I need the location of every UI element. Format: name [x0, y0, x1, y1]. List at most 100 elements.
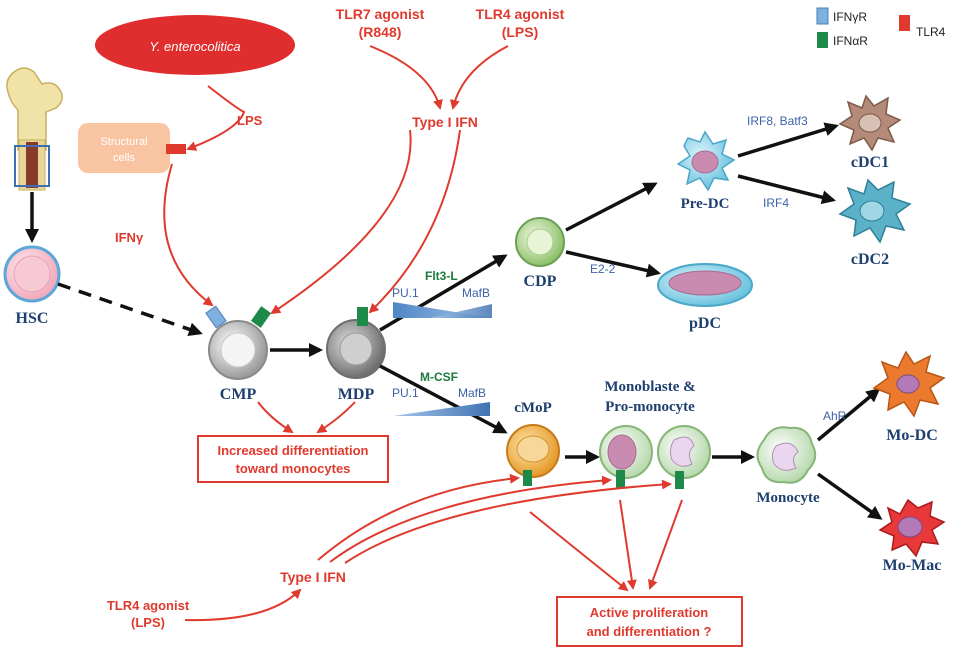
- irf4-label: IRF4: [763, 196, 789, 210]
- irf8-batf3-label: IRF8, Batf3: [747, 114, 808, 128]
- tlr4-agonist-top-label-1: TLR4 agonist: [476, 6, 565, 22]
- monocyte-label: Monocyte: [756, 490, 820, 506]
- cmp-to-increased-arrow: [257, 401, 294, 434]
- hsc-label: HSC: [16, 310, 49, 327]
- pdc-label: pDC: [689, 315, 721, 332]
- predc-to-cdc1-arrow: [737, 122, 839, 158]
- ifn-to-cmop-arrow: [317, 473, 520, 561]
- structural-cells-label-2: cells: [113, 152, 136, 164]
- cdp-label: CDP: [524, 273, 557, 290]
- cmp-label: CMP: [220, 386, 257, 403]
- cdc1-cell: [838, 94, 902, 152]
- ifng-to-cmp-arrow: [163, 163, 214, 307]
- predc-cell: [676, 130, 736, 192]
- monoblast-label-1: Monoblaste &: [604, 379, 695, 395]
- cmop-cell: [506, 424, 560, 486]
- mdp-to-cmop-arrow: [379, 364, 508, 434]
- ifngr-legend-label: IFNγR: [833, 10, 867, 24]
- structural-cells-label-1: Structural: [100, 136, 147, 148]
- mcsf-gradient-wedge: [393, 402, 490, 416]
- mcsf-label: M-CSF: [420, 370, 458, 384]
- modc-label: Mo-DC: [886, 427, 938, 444]
- tlr4-agonist-top-label-2: (LPS): [502, 24, 539, 40]
- monocyte-cell: [756, 426, 817, 484]
- monoblast-to-active-arrow: [619, 499, 637, 590]
- tlr4-receptor-structural: [166, 144, 186, 154]
- active-proliferation-box: [556, 596, 743, 647]
- e22-label: E2-2: [590, 262, 616, 276]
- tlr4-legend-swatch: [899, 15, 910, 31]
- hsc-cell: [3, 245, 61, 303]
- ifng-label: IFNγ: [115, 230, 144, 245]
- increased-label-2: toward monocytes: [236, 461, 351, 476]
- ifn-to-promonocyte-arrow: [344, 479, 672, 564]
- tlr4-to-ifn-arrow: [449, 45, 509, 110]
- ifngr-legend-swatch: [816, 7, 829, 25]
- ifnar-legend-swatch: [817, 32, 828, 48]
- mafb-top-label: MafB: [462, 286, 490, 300]
- legend: IFNγR IFNαR TLR4: [816, 7, 946, 48]
- cdp-to-pdc-arrow: [565, 250, 661, 278]
- cdp-cell: [515, 217, 565, 267]
- cdc2-cell: [838, 178, 912, 244]
- lps-to-structural-arrow: [186, 85, 246, 151]
- lps-label: LPS: [237, 113, 263, 128]
- ifnar-receptor-monoblast: [616, 470, 625, 488]
- pu1-top-label: PU.1: [392, 286, 419, 300]
- pathogen-label: Y. enterocolitica: [149, 39, 240, 54]
- active-label-2: and differentiation ?: [587, 624, 712, 639]
- mdp-label: MDP: [338, 386, 375, 403]
- ifngr-receptor-cmp: [205, 305, 227, 329]
- ifnar-receptor-mdp: [357, 307, 368, 326]
- monocyte-to-momac-arrow: [816, 472, 883, 520]
- mdp-to-increased-arrow: [316, 401, 356, 434]
- tlr4-legend-label: TLR4: [916, 25, 946, 39]
- increased-differentiation-box: [197, 435, 389, 483]
- monoblast-label-2: Pro-monocyte: [605, 399, 695, 415]
- tlr7-agonist-label-2: (R848): [359, 24, 402, 40]
- promonocyte-cell: [657, 425, 711, 489]
- ahr-label: AhR: [823, 409, 847, 423]
- monoblast-cell: [599, 425, 653, 488]
- ifnar-receptor-promonocyte: [675, 471, 684, 489]
- bone-marrow-frame: [14, 145, 50, 187]
- ifnar-legend-label: IFNαR: [833, 34, 868, 48]
- momac-label: Mo-Mac: [883, 557, 942, 574]
- active-label-1: Active proliferation: [590, 605, 709, 620]
- cmop-label: cMoP: [514, 400, 551, 416]
- promonocyte-to-active-arrow: [648, 499, 683, 590]
- ifn-to-monoblast-arrow: [329, 475, 612, 563]
- cdp-to-predc-arrow: [565, 182, 658, 232]
- hsc-to-cmp-arrow: [57, 282, 203, 337]
- bone-icon: [6, 67, 63, 191]
- pu1-bottom-label: PU.1: [392, 386, 419, 400]
- mdp-cell: [326, 307, 386, 379]
- ifnar-receptor-cmop: [523, 470, 532, 486]
- pathogen-ellipse: [95, 15, 295, 75]
- ifn-to-mdp-arrow: [368, 129, 461, 314]
- tlr4-bottom-to-ifn-arrow: [184, 588, 302, 622]
- type1-ifn-bottom-label: Type I IFN: [280, 569, 346, 585]
- ifnar-receptor-cmp: [250, 306, 272, 328]
- pdc-cell: [657, 263, 753, 307]
- ifn-to-cmp-arrow: [270, 129, 412, 315]
- cmp-cell: [205, 305, 272, 380]
- tlr7-to-ifn-arrow: [369, 45, 443, 110]
- cmop-to-active-arrow: [529, 511, 629, 592]
- tlr7-agonist-label-1: TLR7 agonist: [336, 6, 425, 22]
- predc-to-cdc2-arrow: [737, 174, 836, 205]
- monocyte-to-modc-arrow: [816, 388, 881, 442]
- predc-label: Pre-DC: [681, 196, 730, 212]
- cdc2-label: cDC2: [851, 251, 889, 268]
- mafb-gradient-wedge: [430, 304, 492, 318]
- tlr4-agonist-bottom-label-1: TLR4 agonist: [107, 598, 190, 613]
- momac-cell: [878, 498, 946, 558]
- modc-cell: [872, 350, 946, 418]
- mafb-bottom-label: MafB: [458, 386, 486, 400]
- structural-cells-box: [78, 123, 170, 173]
- type1-ifn-top-label: Type I IFN: [412, 114, 478, 130]
- cdc1-label: cDC1: [851, 154, 889, 171]
- tlr4-agonist-bottom-label-2: (LPS): [131, 615, 165, 630]
- flt3l-label: Flt3-L: [425, 269, 458, 283]
